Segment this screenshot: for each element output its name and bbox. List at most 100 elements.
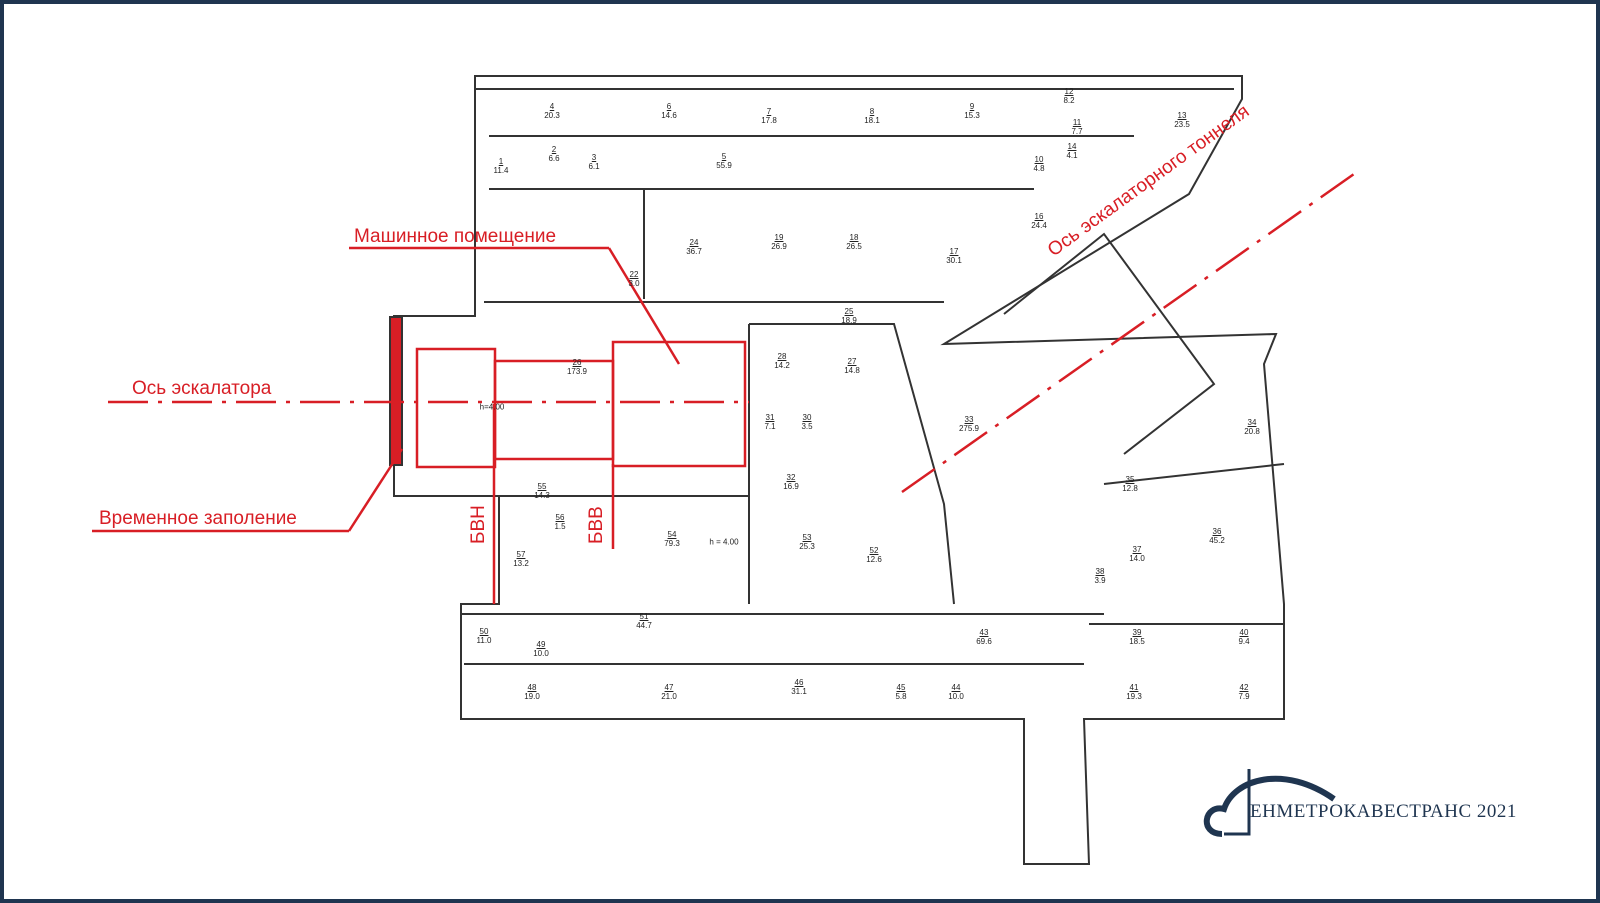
- room-number: 8: [869, 107, 875, 116]
- room-number: 33: [964, 415, 974, 424]
- room-number: 22: [629, 270, 639, 279]
- wall: [1003, 232, 1216, 455]
- room-area: 11.0: [476, 636, 492, 645]
- room-area: 12.8: [1122, 484, 1138, 493]
- room-number: 47: [664, 683, 674, 692]
- temporary-fill-wall: [389, 316, 403, 466]
- room-area: 1.5: [554, 522, 566, 531]
- height-label: h=4.00: [479, 402, 505, 412]
- room-number: 48: [527, 683, 537, 692]
- room-area: 14.2: [774, 361, 790, 370]
- room-area: 45.2: [1209, 536, 1225, 545]
- annotation-marks: [92, 172, 1355, 604]
- room-area: 14.0: [1129, 554, 1145, 563]
- room-number: 40: [1239, 628, 1249, 637]
- room-number: 53: [802, 533, 812, 542]
- room-area: 11.4: [493, 166, 509, 175]
- room-area: 6.6: [548, 154, 560, 163]
- walls: [393, 75, 1285, 865]
- room-number: 57: [516, 550, 526, 559]
- room-number: 16: [1034, 212, 1044, 221]
- room-area: 79.3: [664, 539, 680, 548]
- room-number: 46: [794, 678, 804, 687]
- room-number: 41: [1129, 683, 1139, 692]
- room-area: 21.0: [661, 692, 677, 701]
- zone-middle: [493, 359, 615, 461]
- room-area: 17.8: [761, 116, 777, 125]
- bvn-label: БВН: [468, 505, 489, 544]
- room-area: 173.9: [566, 367, 588, 376]
- room-area: 20.3: [544, 111, 560, 120]
- room-area: 25.3: [799, 542, 815, 551]
- room-number: 39: [1132, 628, 1142, 637]
- room-area: 19.3: [1126, 692, 1142, 701]
- room-number: 38: [1095, 567, 1105, 576]
- room-area: 24.4: [1031, 221, 1047, 230]
- room-area: 4.1: [1066, 151, 1078, 160]
- room-number: 31: [765, 413, 775, 422]
- escalator-axis-label: Ось эскалатора: [132, 378, 272, 399]
- room-number: 9: [969, 102, 975, 111]
- plan-drawing: [92, 75, 1355, 865]
- room-number: 17: [949, 247, 959, 256]
- room-number: 12: [1064, 87, 1074, 96]
- room-area: 10.0: [948, 692, 964, 701]
- room-number: 6: [666, 102, 672, 111]
- room-number: 37: [1132, 545, 1142, 554]
- outer-wall: [393, 75, 1285, 865]
- room-area: 55.9: [716, 161, 732, 170]
- room-number: 10: [1034, 155, 1044, 164]
- room-area: 13.2: [513, 559, 529, 568]
- room-area: 23.5: [1174, 120, 1190, 129]
- room-number: 7: [766, 107, 772, 116]
- room-number: 55: [537, 482, 547, 491]
- zone-machine-room: [611, 340, 747, 468]
- wall: [749, 323, 955, 605]
- room-number: 52: [869, 546, 879, 555]
- room-number: 18: [849, 233, 859, 242]
- room-number: 42: [1239, 683, 1249, 692]
- room-number: 5: [721, 152, 727, 161]
- room-number: 14: [1067, 142, 1077, 151]
- logo-arc: [1203, 775, 1336, 837]
- room-number: 34: [1247, 418, 1257, 427]
- room-number: 56: [555, 513, 565, 522]
- room-area: 16.9: [783, 482, 799, 491]
- room-area: 36.7: [686, 247, 702, 256]
- room-area: 14.8: [844, 366, 860, 375]
- room-area: 12.6: [866, 555, 882, 564]
- room-area: 3.5: [801, 422, 813, 431]
- room-number: 54: [667, 530, 677, 539]
- room-number: 1: [498, 157, 504, 166]
- height-label-2: h = 4.00: [709, 537, 739, 547]
